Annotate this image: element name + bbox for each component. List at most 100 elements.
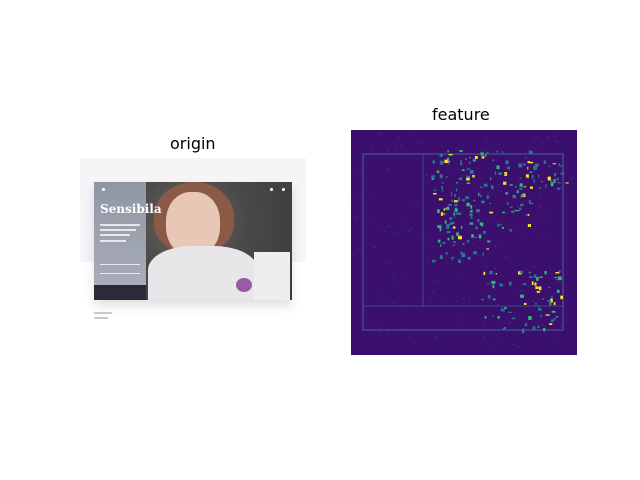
feature-activation (433, 189, 437, 191)
feature-activation (532, 326, 536, 330)
feature-activation (489, 202, 491, 204)
feature-activation (451, 257, 453, 261)
feature-activation (453, 212, 456, 216)
feature-activation (461, 169, 465, 171)
feature-activation (535, 302, 537, 305)
feature-noise (528, 286, 530, 288)
mockup-divider (100, 273, 140, 274)
feature-noise (484, 332, 487, 334)
feature-noise (485, 266, 487, 268)
feature-activation (432, 259, 436, 263)
feature-noise (535, 147, 538, 149)
feature-noise (472, 157, 475, 159)
feature-noise (483, 321, 486, 323)
feature-activation (520, 195, 522, 198)
feature-activation (525, 157, 527, 159)
feature-activation (448, 154, 453, 156)
feature-activation (456, 182, 459, 184)
feature-activation (470, 210, 473, 213)
feature-activation (550, 319, 555, 322)
feature-activation (534, 163, 539, 167)
feature-activation (458, 177, 463, 181)
feature-noise (533, 139, 536, 141)
feature-activation (472, 175, 475, 178)
feature-activation (441, 182, 444, 184)
feature-activation (456, 212, 459, 215)
feature-activation (466, 182, 471, 184)
feature-activation (472, 159, 476, 162)
feature-card-outline (362, 153, 564, 331)
feature-noise (496, 304, 499, 306)
feature-activation (527, 161, 531, 164)
feature-activation (470, 216, 473, 219)
feature-activation (496, 150, 498, 153)
feature-activation (448, 203, 452, 206)
feature-noise (543, 220, 546, 222)
feature-noise (394, 232, 397, 234)
feature-noise (386, 333, 389, 335)
feature-noise (524, 237, 527, 239)
feature-activation (515, 210, 520, 212)
feature-activation (497, 316, 500, 319)
feature-activation (538, 187, 541, 189)
feature-activation (474, 236, 477, 239)
feature-activation (461, 253, 466, 258)
feature-map (351, 130, 577, 355)
feature-activation (498, 172, 503, 175)
feature-activation (558, 163, 560, 167)
feature-noise (359, 172, 362, 174)
feature-noise (391, 303, 394, 305)
feature-activation (549, 323, 553, 325)
feature-noise (546, 136, 549, 138)
feature-noise (570, 178, 573, 180)
feature-noise (410, 130, 413, 132)
feature-activation (445, 252, 448, 255)
feature-noise (493, 267, 496, 269)
feature-noise (462, 297, 465, 299)
feature-activation (446, 224, 450, 228)
feature-activation (462, 199, 465, 202)
feature-activation (437, 225, 441, 228)
feature-activation (485, 154, 487, 157)
feature-activation (469, 170, 474, 174)
feature-noise (561, 284, 564, 285)
feature-activation (511, 317, 516, 320)
feature-noise (554, 273, 557, 275)
feature-activation (449, 222, 452, 226)
feature-activation (442, 241, 446, 244)
feature-noise (542, 212, 545, 214)
feature-activation (447, 237, 450, 241)
feature-activation (471, 234, 474, 238)
feature-activation (439, 226, 442, 231)
feature-activation (527, 166, 529, 170)
feature-noise (525, 268, 528, 270)
feature-noise (506, 212, 509, 214)
feature-activation (511, 211, 515, 213)
feature-activation (459, 212, 461, 215)
feature-activation (539, 276, 543, 278)
feature-noise (542, 324, 545, 326)
feature-activation (558, 270, 561, 273)
feature-noise (460, 278, 463, 279)
feature-noise (535, 136, 538, 138)
feature-activation (441, 186, 443, 189)
feature-noise (410, 228, 413, 229)
feature-noise (440, 224, 443, 226)
feature-noise (533, 220, 536, 222)
feature-activation (491, 280, 496, 284)
feature-activation (482, 252, 484, 257)
mockup-text-line (100, 240, 126, 242)
feature-activation (509, 229, 513, 232)
feature-activation (504, 307, 507, 309)
feature-activation (486, 283, 490, 285)
feature-activation (450, 221, 455, 225)
feature-noise (487, 192, 490, 194)
feature-activation (452, 226, 456, 229)
feature-noise (426, 260, 429, 262)
feature-activation (521, 194, 525, 197)
feature-activation (559, 165, 563, 167)
feature-noise (404, 273, 407, 275)
feature-activation (477, 219, 480, 222)
feature-activation (466, 168, 470, 170)
feature-noise (523, 185, 526, 187)
